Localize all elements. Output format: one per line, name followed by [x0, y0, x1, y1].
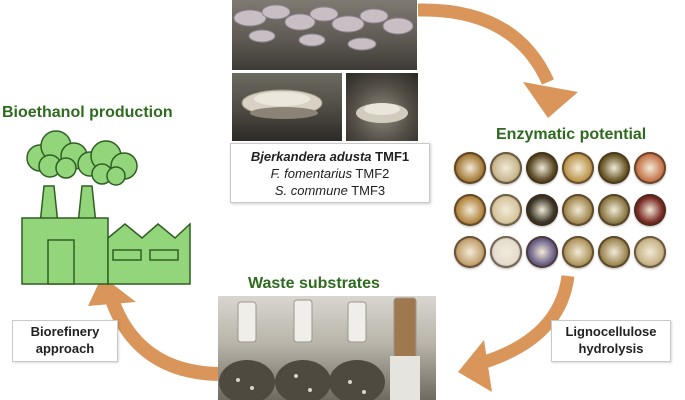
species-2-name: F. fomentarius [270, 166, 353, 181]
species-line-2: F. fomentarius TMF2 [231, 165, 429, 182]
smoke-clouds [26, 130, 138, 186]
species-line-1: Bjerkandera adusta TMF1 [231, 148, 429, 165]
petri-dish [562, 194, 594, 226]
photo-waste-flasks [218, 296, 436, 400]
photo-mushroom-cluster [232, 0, 417, 70]
petri-dish [634, 236, 666, 268]
label-biorefinery-approach: Biorefinery approach [12, 320, 118, 362]
petri-dish [634, 194, 666, 226]
petri-dish [454, 194, 486, 226]
species-line-3: S. commune TMF3 [231, 182, 429, 199]
petri-dish-grid [454, 152, 668, 274]
species-3-code: TMF3 [351, 183, 386, 198]
photo-fungus-closeup [346, 73, 418, 141]
heading-waste: Waste substrates [248, 275, 380, 292]
label-lignocellulose-hydrolysis: Lignocellulose hydrolysis [551, 320, 671, 362]
petri-dish [598, 194, 630, 226]
species-1-name: Bjerkandera adusta [250, 149, 372, 164]
heading-bioethanol: Bioethanol production [2, 104, 173, 121]
petri-dish [598, 152, 630, 184]
arrow-top-right [417, 3, 554, 85]
species-2-code: TMF2 [355, 166, 390, 181]
biorefinery-line-1: Biorefinery [30, 324, 100, 339]
petri-dish [454, 152, 486, 184]
petri-dish [634, 152, 666, 184]
species-list: Bjerkandera adusta TMF1 F. fomentarius T… [230, 143, 430, 203]
petri-dish [454, 236, 486, 268]
arrow-top-right-head [523, 82, 578, 118]
petri-dish [490, 194, 522, 226]
arrow-bottom-left [105, 297, 219, 381]
petri-dish [526, 236, 558, 268]
arrow-bottom-right [476, 274, 575, 371]
ligno-line-1: Lignocellulose [565, 324, 657, 339]
petri-dish [526, 194, 558, 226]
petri-dish [562, 236, 594, 268]
species-3-name: S. commune [274, 183, 348, 198]
heading-enzymatic: Enzymatic potential [496, 126, 647, 143]
biorefinery-line-2: approach [35, 341, 95, 356]
petri-dish [562, 152, 594, 184]
petri-dish [526, 152, 558, 184]
petri-dish [490, 236, 522, 268]
arrow-bottom-right-head [458, 340, 492, 392]
ligno-line-2: hydrolysis [578, 341, 644, 356]
factory-illustration [21, 130, 191, 285]
species-1-code: TMF1 [375, 149, 410, 164]
photo-bracket-fungus [232, 73, 342, 141]
petri-dish [598, 236, 630, 268]
petri-dish [490, 152, 522, 184]
